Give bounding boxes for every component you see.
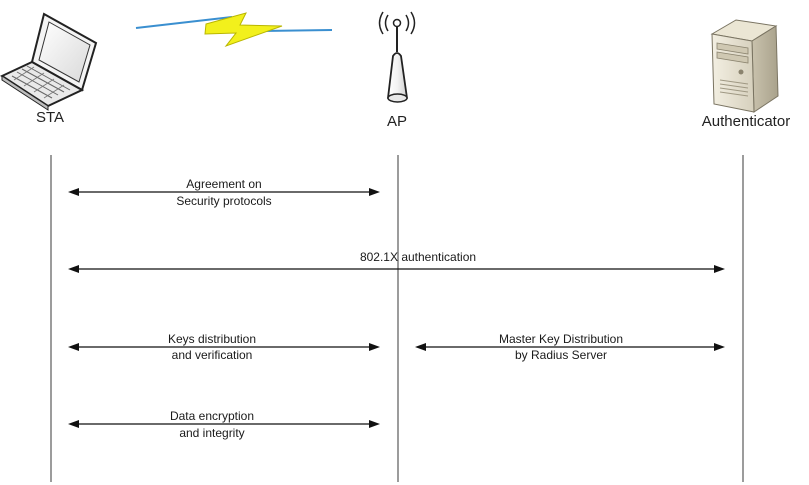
message-master: Master Key Distribution by Radius Server: [415, 332, 725, 362]
message-encryption: Data encryption and integrity: [68, 409, 380, 440]
sta-label: STA: [36, 109, 64, 126]
message-agreement-line-1: Agreement on: [186, 177, 261, 191]
message-auth: 802.1X authentication: [68, 250, 725, 273]
server-tower-icon: [710, 19, 779, 113]
message-agreement-line-2: Security protocols: [176, 194, 271, 208]
message-master-line-1: Master Key Distribution: [499, 332, 623, 346]
message-encryption-line-1: Data encryption: [170, 409, 254, 423]
authenticator-label: Authenticator: [702, 113, 790, 130]
lightning-link-icon: [135, 12, 333, 48]
message-keys: Keys distribution and verification: [68, 332, 380, 362]
ap-label: AP: [387, 113, 407, 130]
message-keys-line-2: and verification: [172, 348, 253, 362]
access-point-icon: [378, 11, 416, 103]
message-agreement: Agreement on Security protocols: [68, 177, 380, 208]
message-master-line-2: by Radius Server: [515, 348, 607, 362]
message-encryption-line-2: and integrity: [179, 426, 244, 440]
message-auth-line-1: 802.1X authentication: [360, 250, 476, 264]
message-keys-line-1: Keys distribution: [168, 332, 256, 346]
laptop-icon: [0, 12, 98, 111]
